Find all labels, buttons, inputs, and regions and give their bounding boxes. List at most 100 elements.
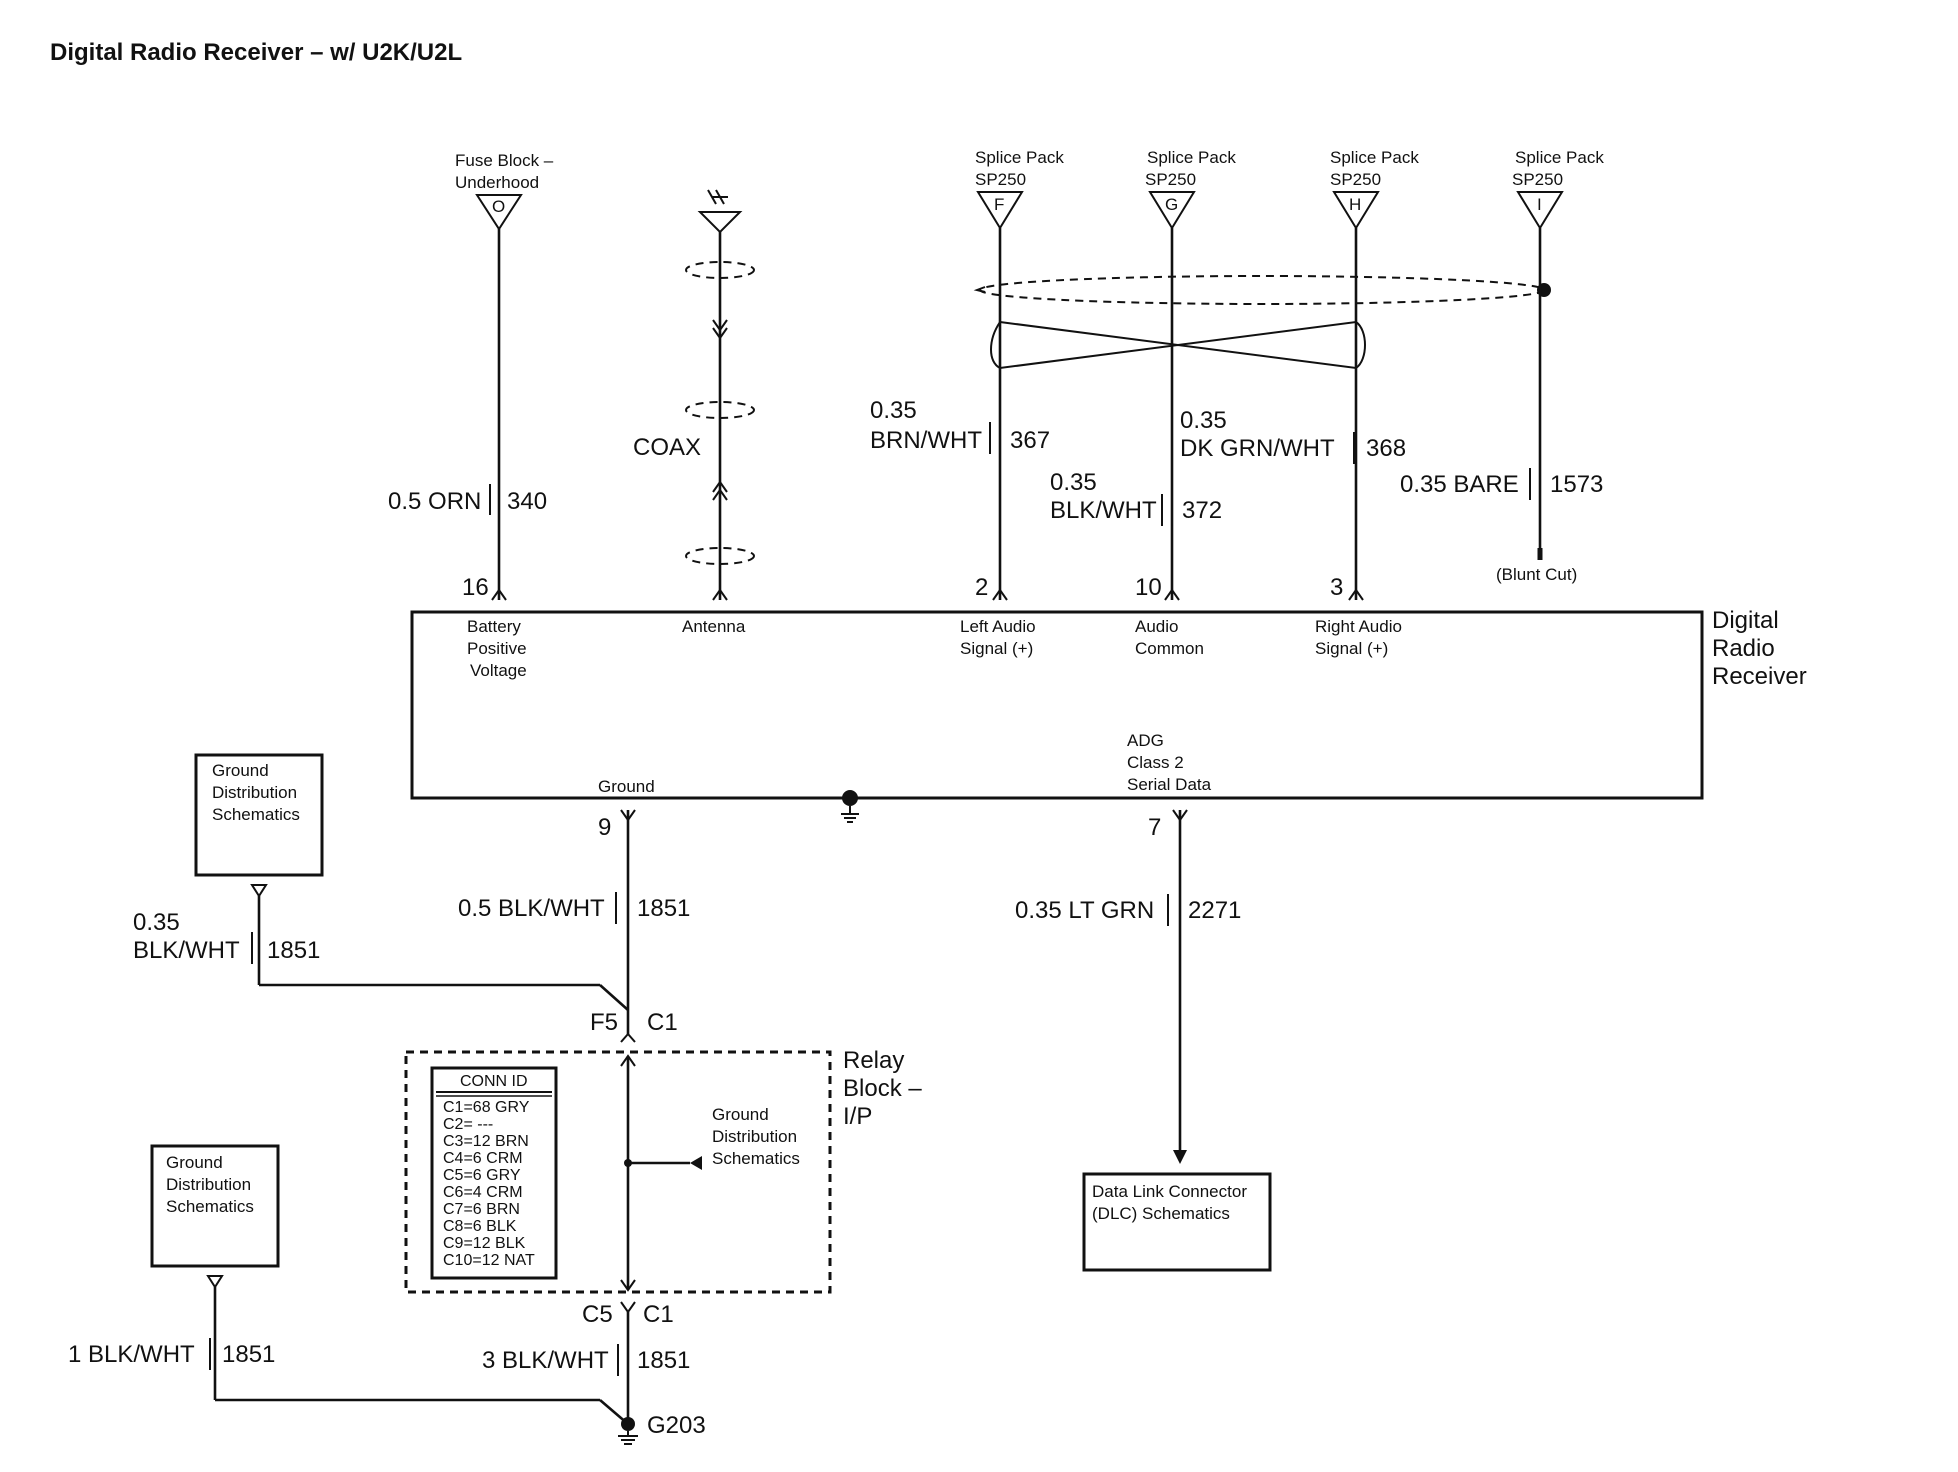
relay-gd-ref-2: Distribution — [712, 1127, 797, 1146]
ground-point-label: G203 — [647, 1412, 706, 1439]
coax-label: COAX — [633, 434, 701, 461]
wire-1851-left-circuit: 1851 — [267, 937, 320, 964]
wire-372-circuit: 372 — [1182, 497, 1222, 524]
pin-7-label-3: Serial Data — [1127, 775, 1212, 794]
sp-i-letter: I — [1537, 195, 1542, 214]
conn-id-table: CONN ID C1=68 GRY C2= --- C3=12 BRN C4=6… — [430, 1066, 558, 1280]
relay-block-ip — [404, 1050, 832, 1294]
pin-9-label: Ground — [598, 777, 655, 796]
antenna-pin-label: Antenna — [682, 617, 746, 636]
relay-top-conn: C1 — [647, 1009, 678, 1036]
sp-i-label-1: Splice Pack — [1515, 148, 1604, 167]
sp-h-letter: H — [1349, 195, 1361, 214]
conn-id-row: C3=12 BRN — [443, 1133, 529, 1150]
wire-1851-lower-circuit: 1851 — [637, 1347, 690, 1374]
conn-id-row: C10=12 NAT — [443, 1252, 535, 1269]
pin-16-number: 16 — [462, 574, 489, 601]
conn-id-row: C2= --- — [443, 1116, 493, 1133]
sp-h-label-2: SP250 — [1330, 170, 1381, 189]
conn-id-header: CONN ID — [460, 1073, 528, 1090]
splice-pack-h: Splice Pack SP250 H — [1330, 148, 1419, 230]
receiver-name-3: Receiver — [1712, 663, 1807, 690]
conn-id-row: C7=6 BRN — [443, 1201, 520, 1218]
sp-g-triangle — [1148, 191, 1196, 230]
pin-7-label-1: ADG — [1127, 731, 1164, 750]
sp-h-triangle — [1332, 191, 1380, 230]
sp-f-label-2: SP250 — [975, 170, 1026, 189]
blunt-cut-note: (Blunt Cut) — [1496, 565, 1577, 584]
fuse-terminal-letter: O — [492, 197, 505, 216]
g203-ground-icon — [618, 1417, 638, 1445]
sp-g-label-2: SP250 — [1145, 170, 1196, 189]
wire-1851-far-circuit: 1851 — [222, 1341, 275, 1368]
relay-block-name-1: Relay — [843, 1047, 904, 1074]
pin-16-label-3: Voltage — [470, 661, 527, 680]
case-ground-icon — [841, 790, 859, 823]
wire-1851-far-gauge: 1 BLK/WHT — [68, 1341, 195, 1368]
gd-lower-2: Distribution — [166, 1175, 251, 1194]
wire-372-gauge: 0.35 — [1050, 469, 1097, 496]
pin-3-label-2: Signal (+) — [1315, 639, 1388, 658]
fuse-block-label-2: Underhood — [455, 173, 539, 192]
pin-2-label-1: Left Audio — [960, 617, 1036, 636]
pin-3-label-1: Right Audio — [1315, 617, 1402, 636]
fuse-block-source: Fuse Block – Underhood O — [455, 151, 554, 231]
wire-367-gauge: 0.35 — [870, 397, 917, 424]
wire-2271-circuit: 2271 — [1188, 897, 1241, 924]
wire-1851-left-color: BLK/WHT — [133, 937, 240, 964]
wire-2271-gauge: 0.35 LT GRN — [1015, 897, 1154, 924]
ground-distribution-upper-box — [194, 753, 324, 877]
wire-1573-circuit: 1573 — [1550, 471, 1603, 498]
wire-368-circuit: 368 — [1366, 435, 1406, 462]
dlc-schematics-box — [1082, 1172, 1272, 1272]
pin-10-label-2: Common — [1135, 639, 1204, 658]
fuse-terminal-triangle — [475, 194, 523, 231]
wire-1573-gauge: 0.35 BARE — [1400, 471, 1519, 498]
relay-block-name-2: Block – — [843, 1075, 922, 1102]
relay-gd-ref-1: Ground — [712, 1105, 769, 1124]
pin-16-label-2: Positive — [467, 639, 527, 658]
gd-lower-1: Ground — [166, 1153, 223, 1172]
sp-i-triangle — [1516, 191, 1564, 230]
wire-1851-left-gauge: 0.35 — [133, 909, 180, 936]
splice-pack-g: Splice Pack SP250 G — [1145, 148, 1236, 230]
conn-id-row: C1=68 GRY — [443, 1099, 530, 1116]
receiver-name-1: Digital — [1712, 607, 1779, 634]
wire-1851-main-circuit: 1851 — [637, 895, 690, 922]
conn-id-row: C4=6 CRM — [443, 1150, 523, 1167]
splice-pack-f: Splice Pack SP250 F — [975, 148, 1064, 230]
digital-radio-receiver — [410, 610, 1704, 800]
sp-f-label-1: Splice Pack — [975, 148, 1064, 167]
sp-f-triangle — [976, 191, 1024, 230]
sp-g-label-1: Splice Pack — [1147, 148, 1236, 167]
relay-gd-ref-3: Schematics — [712, 1149, 800, 1168]
ground-distribution-lower-box — [150, 1144, 280, 1268]
relay-bottom-pin: C5 — [582, 1301, 613, 1328]
pin-3-number: 3 — [1330, 574, 1343, 601]
gd-lower-3: Schematics — [166, 1197, 254, 1216]
pin-7-number: 7 — [1148, 814, 1161, 841]
shield-drain-ellipse — [979, 275, 1545, 305]
pin-10-number: 10 — [1135, 574, 1162, 601]
diagram-title: Digital Radio Receiver – w/ U2K/U2L — [50, 39, 462, 66]
pin-2-number: 2 — [975, 574, 988, 601]
conn-id-row: C9=12 BLK — [443, 1235, 526, 1252]
wire-367-circuit: 367 — [1010, 427, 1050, 454]
receiver-name-2: Radio — [1712, 635, 1775, 662]
pin-9-number: 9 — [598, 814, 611, 841]
fuse-block-label-1: Fuse Block – — [455, 151, 554, 170]
dlc-line-2: (DLC) Schematics — [1092, 1204, 1230, 1223]
splice-pack-i: Splice Pack SP250 I — [1512, 148, 1604, 230]
relay-top-pin: F5 — [590, 1009, 618, 1036]
conn-id-row: C8=6 BLK — [443, 1218, 517, 1235]
antenna-source — [697, 189, 743, 234]
sp-i-label-2: SP250 — [1512, 170, 1563, 189]
dlc-line-1: Data Link Connector — [1092, 1182, 1247, 1201]
sp-h-label-1: Splice Pack — [1330, 148, 1419, 167]
wire-1851-main-gauge: 0.5 BLK/WHT — [458, 895, 605, 922]
gd-upper-3: Schematics — [212, 805, 300, 824]
wire-368-color: DK GRN/WHT — [1180, 435, 1335, 462]
wire-368-gauge: 0.35 — [1180, 407, 1227, 434]
wire-340-gauge: 0.5 ORN — [388, 488, 481, 515]
